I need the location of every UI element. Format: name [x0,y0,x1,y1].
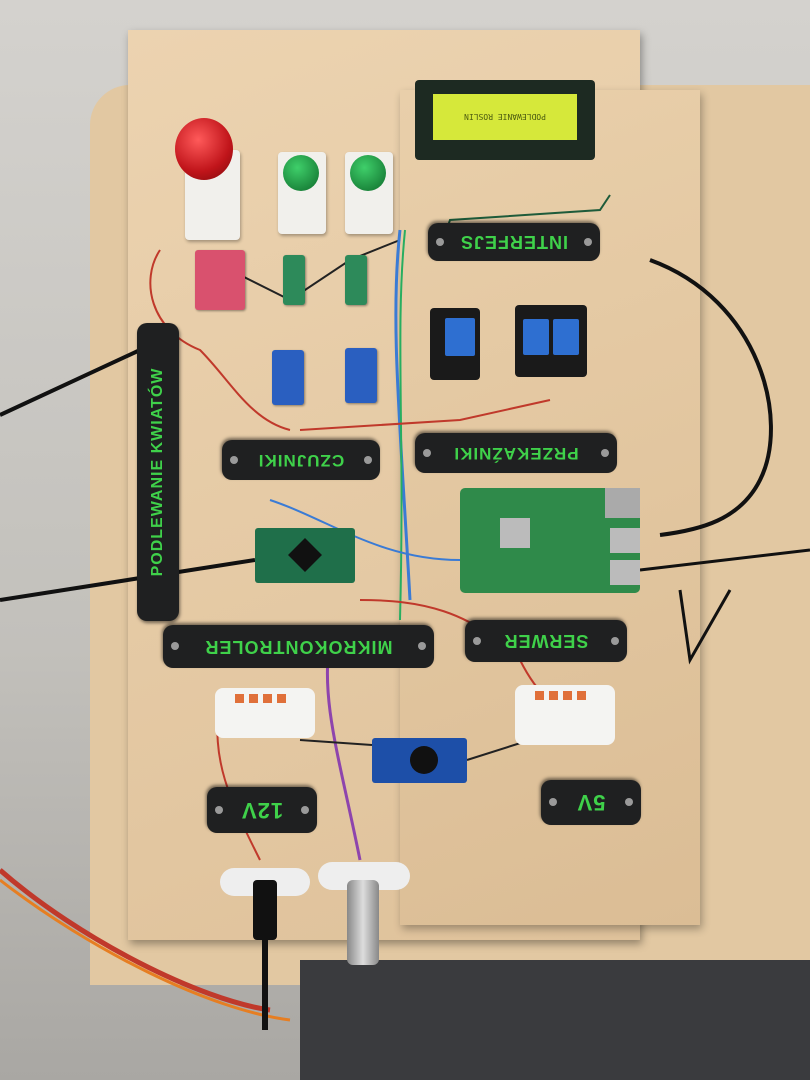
wago-connectors-right [515,685,615,745]
label-text: INTERFEJS [459,232,569,253]
lcd-display: PODLEWANIE ROSLIN [415,80,595,160]
label-text: PODLEWANIE KWIATÓW [149,367,166,577]
level-shifter-module [195,250,245,310]
inductor [410,746,438,774]
dc-jack-plug[interactable] [253,880,277,940]
label-5v: 5V [541,780,641,825]
moisture-sensor-board-1 [272,350,304,405]
cpu-shield [500,518,530,548]
label-text: 12V [240,798,284,823]
label-12v: 12V [207,787,317,833]
relay-module-2 [515,305,587,377]
usb-port [610,528,640,553]
label-text: 5V [576,790,606,816]
microcontroller-board [255,528,355,583]
wago-connectors-left [215,688,315,738]
relay [445,318,475,356]
usb-port [610,560,640,585]
lcd-screen: PODLEWANIE ROSLIN [433,94,577,140]
label-relays: PRZEKAŹNIKI [415,433,617,473]
sensor-module-2 [345,255,367,305]
sensor-module-1 [283,255,305,305]
label-server: SERWER [465,620,627,662]
emergency-stop-button[interactable] [175,118,233,180]
label-text: MIKROKONTROLER [204,637,393,657]
relay [523,319,549,355]
label-interface: INTERFEJS [428,223,600,261]
raspberry-pi [460,488,640,593]
relay [553,319,579,355]
relay-module-1 [430,308,480,380]
buck-converter [372,738,467,783]
lcd-line: PODLEWANIE ROSLIN [464,112,546,122]
label-sensors: CZUJNIKI [222,440,380,480]
aviation-connector[interactable] [347,880,379,965]
ethernet-port [605,488,640,518]
label-text: PRZEKAŹNIKI [453,444,579,463]
label-text: CZUJNIKI [257,451,345,470]
mcu-chip [288,538,322,572]
moisture-sensor-board-2 [345,348,377,403]
green-button-1[interactable] [283,155,319,191]
label-text: SERWER [503,631,589,652]
green-button-2[interactable] [350,155,386,191]
label-microcontroller: MIKROKONTROLER [163,625,434,668]
label-project: PODLEWANIE KWIATÓW [137,323,179,621]
dark-floor [300,960,810,1080]
